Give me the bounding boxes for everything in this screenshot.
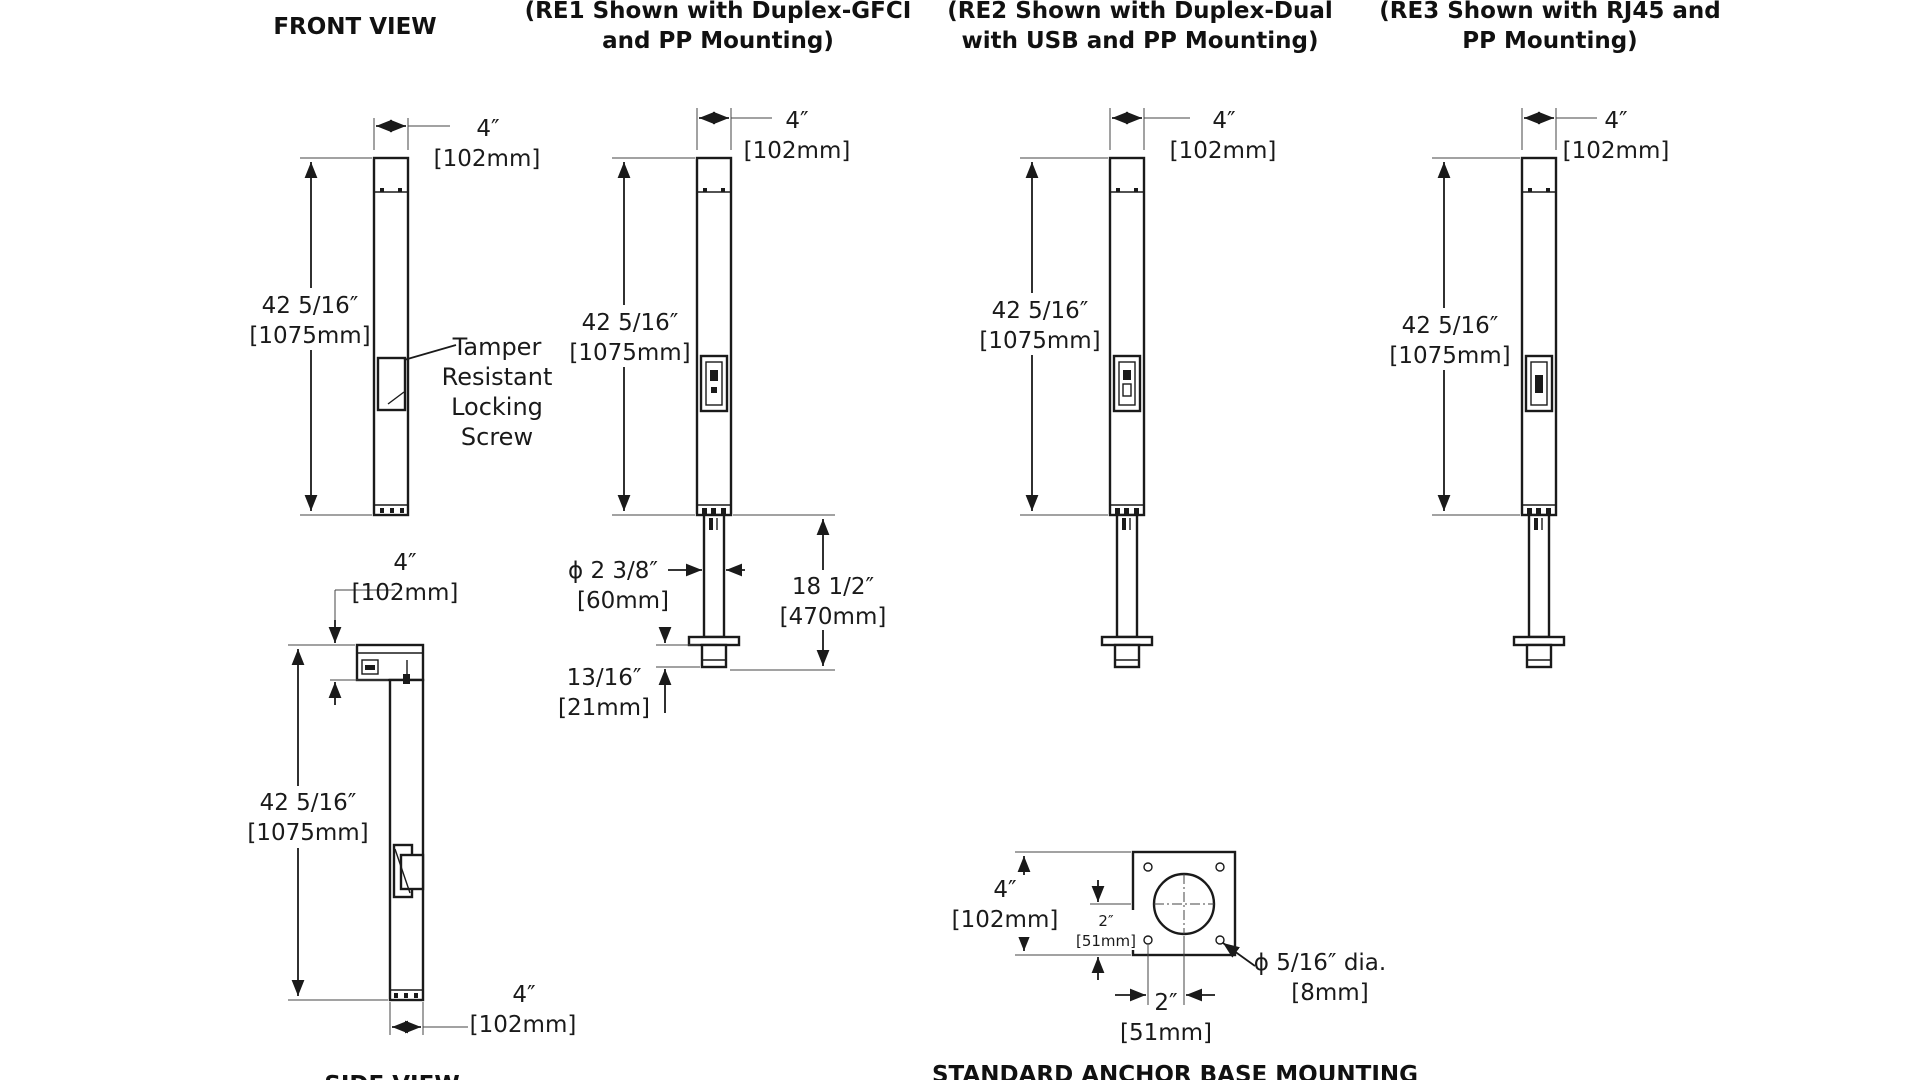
side-view-bollard [355,643,425,1002]
re1-foot-dimension: 13/16″ [21mm] [558,626,700,721]
re1-bollard [695,156,733,517]
screw-callout: Tamper Resistant Locking Screw [403,333,553,451]
front-view-heading: FRONT VIEW [273,14,436,40]
re3-height-mm: [1075mm] [1389,343,1510,369]
anchor-height-dimension: 4″ [102mm] [952,851,1131,956]
front-width-in: 4″ [476,116,500,142]
re1-pipe-len-in: 18 1/2″ [792,574,875,600]
screw-callout-line-1: Tamper [452,333,542,361]
front-height-mm: [1075mm] [249,323,370,349]
re3-bollard [1520,156,1558,517]
re1-heading-line-2: and PP Mounting) [602,28,834,54]
re1-width-dimension: 4″ [102mm] [696,108,851,164]
re1-pipe-dia-mm: [60mm] [577,588,669,614]
side-top-dimension: 4″ [102mm] [328,550,459,705]
re3-heading-line-2: PP Mounting) [1462,28,1637,54]
re3-pipe [1512,513,1566,669]
front-height-in: 42 5/16″ [262,293,359,319]
re2-pipe [1100,513,1154,669]
side-height-dimension: 42 5/16″ [1075mm] [247,644,388,1001]
re1-pipe-len-mm: [470mm] [780,604,887,630]
re3-width-dimension: 4″ [102mm] [1521,108,1670,164]
re1-foot-in: 13/16″ [567,665,642,691]
re3-heading-line-1: (RE3 Shown with RJ45 and [1379,0,1720,24]
anchor-half-v-mm: [51mm] [1076,932,1136,950]
side-top-mm: [102mm] [352,580,459,606]
anchor-hole-in: ϕ 5/16″ dia. [1254,950,1386,976]
re1-pipe-dia-in: ϕ 2 3/8″ [568,558,658,584]
re1-width-mm: [102mm] [744,138,851,164]
re1-pipe-diameter-dimension: ϕ 2 3/8″ [60mm] [568,558,745,614]
anchor-half-v-in: 2″ [1098,912,1114,930]
re1-height-in: 42 5/16″ [582,310,679,336]
re2-width-mm: [102mm] [1170,138,1277,164]
anchor-half-vertical-dimension: 2″ [51mm] [1076,880,1136,980]
anchor-height-in: 4″ [993,877,1017,903]
re1-pipe-length-dimension: 18 1/2″ [470mm] [730,514,887,671]
side-width-dimension: 4″ [102mm] [389,982,577,1038]
screw-callout-line-4: Screw [461,423,533,451]
front-width-mm: [102mm] [434,146,541,172]
anchor-half-h-mm: [51mm] [1120,1020,1212,1046]
anchor-base-plate [1131,850,1237,957]
anchor-hole-callout: ϕ 5/16″ dia. [8mm] [1222,942,1386,1006]
anchor-base-heading: STANDARD ANCHOR BASE MOUNTING [932,1062,1418,1080]
re1-foot-mm: [21mm] [558,695,650,721]
anchor-half-horizontal-dimension: 2″ [51mm] [1115,936,1215,1046]
re2-height-in: 42 5/16″ [992,298,1089,324]
re2-bollard [1108,156,1146,517]
re3-height-dimension: 42 5/16″ [1075mm] [1389,157,1520,516]
re1-width-in: 4″ [785,108,809,134]
re2-width-dimension: 4″ [102mm] [1109,108,1277,164]
anchor-hole-mm: [8mm] [1291,980,1368,1006]
front-width-dimension: 4″ [102mm] [373,116,541,172]
front-view-bollard [372,156,410,517]
re2-height-mm: [1075mm] [979,328,1100,354]
side-width-in: 4″ [512,982,536,1008]
re3-width-in: 4″ [1604,108,1628,134]
re3-height-in: 42 5/16″ [1402,313,1499,339]
re2-height-dimension: 42 5/16″ [1075mm] [979,157,1108,516]
screw-callout-line-3: Locking [451,393,543,421]
side-width-mm: [102mm] [470,1012,577,1038]
screw-callout-line-2: Resistant [442,363,553,391]
re1-pipe [687,513,741,669]
re2-width-in: 4″ [1212,108,1236,134]
re3-width-mm: [102mm] [1563,138,1670,164]
re2-heading-line-2: with USB and PP Mounting) [961,28,1318,54]
side-top-in: 4″ [393,550,417,576]
side-height-mm: [1075mm] [247,820,368,846]
front-height-dimension: 42 5/16″ [1075mm] [249,157,372,516]
re1-heading-line-1: (RE1 Shown with Duplex-GFCI [525,0,912,24]
side-view-heading: SIDE VIEW [324,1072,459,1080]
re1-height-mm: [1075mm] [569,340,690,366]
re1-height-dimension: 42 5/16″ [1075mm] [566,157,695,516]
anchor-half-h-in: 2″ [1154,990,1178,1016]
anchor-height-mm: [102mm] [952,907,1059,933]
side-height-in: 42 5/16″ [260,790,357,816]
re2-heading-line-1: (RE2 Shown with Duplex-Dual [947,0,1333,24]
